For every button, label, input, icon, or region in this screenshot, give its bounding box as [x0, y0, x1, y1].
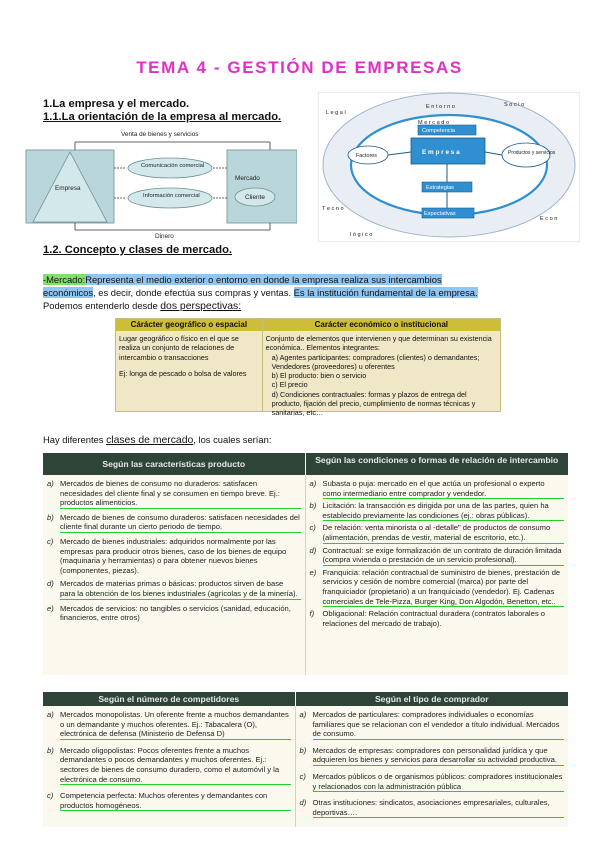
list-item: a)Mercados de particulares: compradores … — [300, 710, 564, 740]
list-item: c)Mercados públicos o de organismos públ… — [299, 771, 564, 793]
diagram2-competencia: Competencia — [422, 128, 456, 134]
diagram2-entorno: E n t o r n o — [426, 104, 455, 110]
econ-item: c) El precio — [271, 380, 308, 390]
list-item: b)Mercado oligopolistas: Pocos oferentes… — [47, 746, 291, 786]
diagram1-comm: Comunicación comercial — [141, 163, 204, 169]
informacion-ellipse — [127, 187, 213, 209]
diagram1-cliente: Cliente — [245, 194, 265, 201]
table3-header-right: Según el tipo de comprador — [295, 692, 568, 706]
heading-1: 1.La empresa y el mercado. — [43, 98, 190, 110]
market-classes-intro: Hay diferentes clases de mercado, los cu… — [43, 433, 271, 447]
diagram2-econ: E c o n — [540, 216, 557, 222]
list-item: a)Mercados de bienes de consumo no durad… — [47, 479, 301, 509]
perspectives-table: Cárácter geográfico o espacial Carácter … — [115, 318, 501, 417]
list-item: a)Subasta o puja: mercado en el que actú… — [310, 479, 564, 500]
mercado-definition-1: Representa el medio exterior o entorno e… — [85, 274, 442, 285]
classes-intro-a: Hay diferentes — [43, 434, 107, 445]
list-item: e)Franquicia: relación contractual de su… — [310, 568, 564, 608]
mercado-definition-2: económicos — [43, 287, 94, 298]
perspectives-header-geo: Cárácter geográfico o espacial — [116, 319, 263, 331]
list-item: d)Otras instituciones: sindicatos, asoci… — [300, 798, 564, 819]
empresa-center-box — [410, 137, 486, 165]
geo-example: Ej: longa de pescado o bolsa de valores — [119, 368, 247, 378]
list-item: d)Mercados de materias primas o básicas:… — [47, 579, 301, 600]
list-item: a)Mercados monopolistas. Un oferente fre… — [47, 710, 291, 740]
list-item: c)De relación: venta minorista o al -det… — [310, 523, 564, 544]
list-item: c)Competencia perfecta: Muchos oferentes… — [47, 791, 291, 812]
mercado-fundamental: Es la institución fundamental de la empr… — [293, 287, 478, 298]
list-item: b)Mercado de bienes de consumo duraderos… — [47, 512, 301, 533]
diagram2-expectativas: Expectativas — [424, 211, 456, 217]
diagram1-bottom-label: Dinero — [155, 233, 174, 240]
mercado-label: -Mercado: — [43, 274, 86, 285]
diagram2-legal: L e g a l — [326, 110, 346, 116]
econ-item: d) Condiciones contractuales: formas y p… — [271, 389, 476, 418]
cliente-ellipse — [234, 187, 276, 207]
list-item: e)Mercados de servicios: no tangibles o … — [47, 603, 291, 623]
classes-intro-label: clases de mercado — [106, 435, 194, 446]
entorno-empresa-diagram: E n t o r n o S o c i o L e g a l T e c … — [318, 92, 580, 242]
comunicacion-ellipse — [127, 157, 213, 179]
econ-definition: Conjunto de elementos que intervienen y … — [265, 334, 492, 353]
mercado-box — [226, 149, 297, 224]
perspectives-header-econ: Carácter económico o institucional — [262, 319, 500, 331]
diagram2-socio: S o c i o — [504, 102, 524, 108]
list-item: f)Obligacional: Relación contractual dur… — [309, 609, 545, 628]
diagram1-mercado: Mercado — [235, 175, 260, 182]
diagram2-productos: Productos y servicios — [508, 150, 556, 156]
list-item: b)Mercados de empresas: compradores con … — [300, 746, 564, 766]
perspectives-label: dos perspectivas: — [160, 301, 242, 312]
table3-header-left: Según el número de competidores — [43, 692, 296, 706]
market-classes-table-2: Según el número de competidores Según el… — [43, 692, 568, 827]
table2-header-left: Según las características producto — [43, 453, 306, 475]
perspectives-intro: Podemos entenderlo desde — [43, 300, 161, 311]
page-title: TEMA 4 - GESTIÓN DE EMPRESAS — [136, 58, 463, 77]
diagram1-info: Información comercial — [143, 193, 200, 199]
diagram2-logico: l ó g i c o — [350, 232, 372, 238]
empresa-triangle — [32, 151, 108, 223]
mercado-definition: -Mercado:Representa el medio exterior o … — [43, 273, 563, 313]
diagram2-estrategias: Estrategias — [426, 185, 454, 191]
list-item: c)Mercado de bienes industriales: adquir… — [47, 536, 287, 575]
diagram2-tecno: T e c n o — [322, 206, 344, 212]
list-item: b)Licitación: la transacción es dirigida… — [310, 501, 564, 522]
mercado-definition-rest: , es decir, donde efectúa sus compras y … — [93, 287, 294, 298]
diagram2-mercado: M e r c a d o — [418, 120, 449, 126]
diagram2-empresa: E m p r e s a — [422, 149, 460, 156]
diagram2-factores: Factores — [356, 153, 377, 159]
heading-1-2: 1.2. Concepto y clases de mercado. — [43, 244, 233, 256]
list-item: d)Contractual: se exige formalización de… — [310, 546, 564, 566]
classes-intro-c: , los cuales serían: — [193, 434, 272, 445]
market-classes-table-1: Según las características producto Según… — [43, 453, 568, 675]
econ-item: b) El producto: bien o servicio — [271, 371, 367, 381]
diagram1-empresa: Empresa — [55, 185, 81, 192]
heading-1-1: 1.1.La orientación de la empresa al merc… — [43, 111, 282, 123]
econ-item: a) Agentes participantes: compradores (c… — [271, 352, 480, 371]
geo-definition: Lugar geográfico o físico en el que se r… — [119, 334, 239, 362]
table2-header-right: Según las condiciones o formas de relaci… — [305, 453, 568, 475]
market-flow-diagram: Venta de bienes y servicios Empresa Merc… — [25, 131, 297, 240]
diagram1-top-label: Venta de bienes y servicios — [121, 131, 198, 138]
